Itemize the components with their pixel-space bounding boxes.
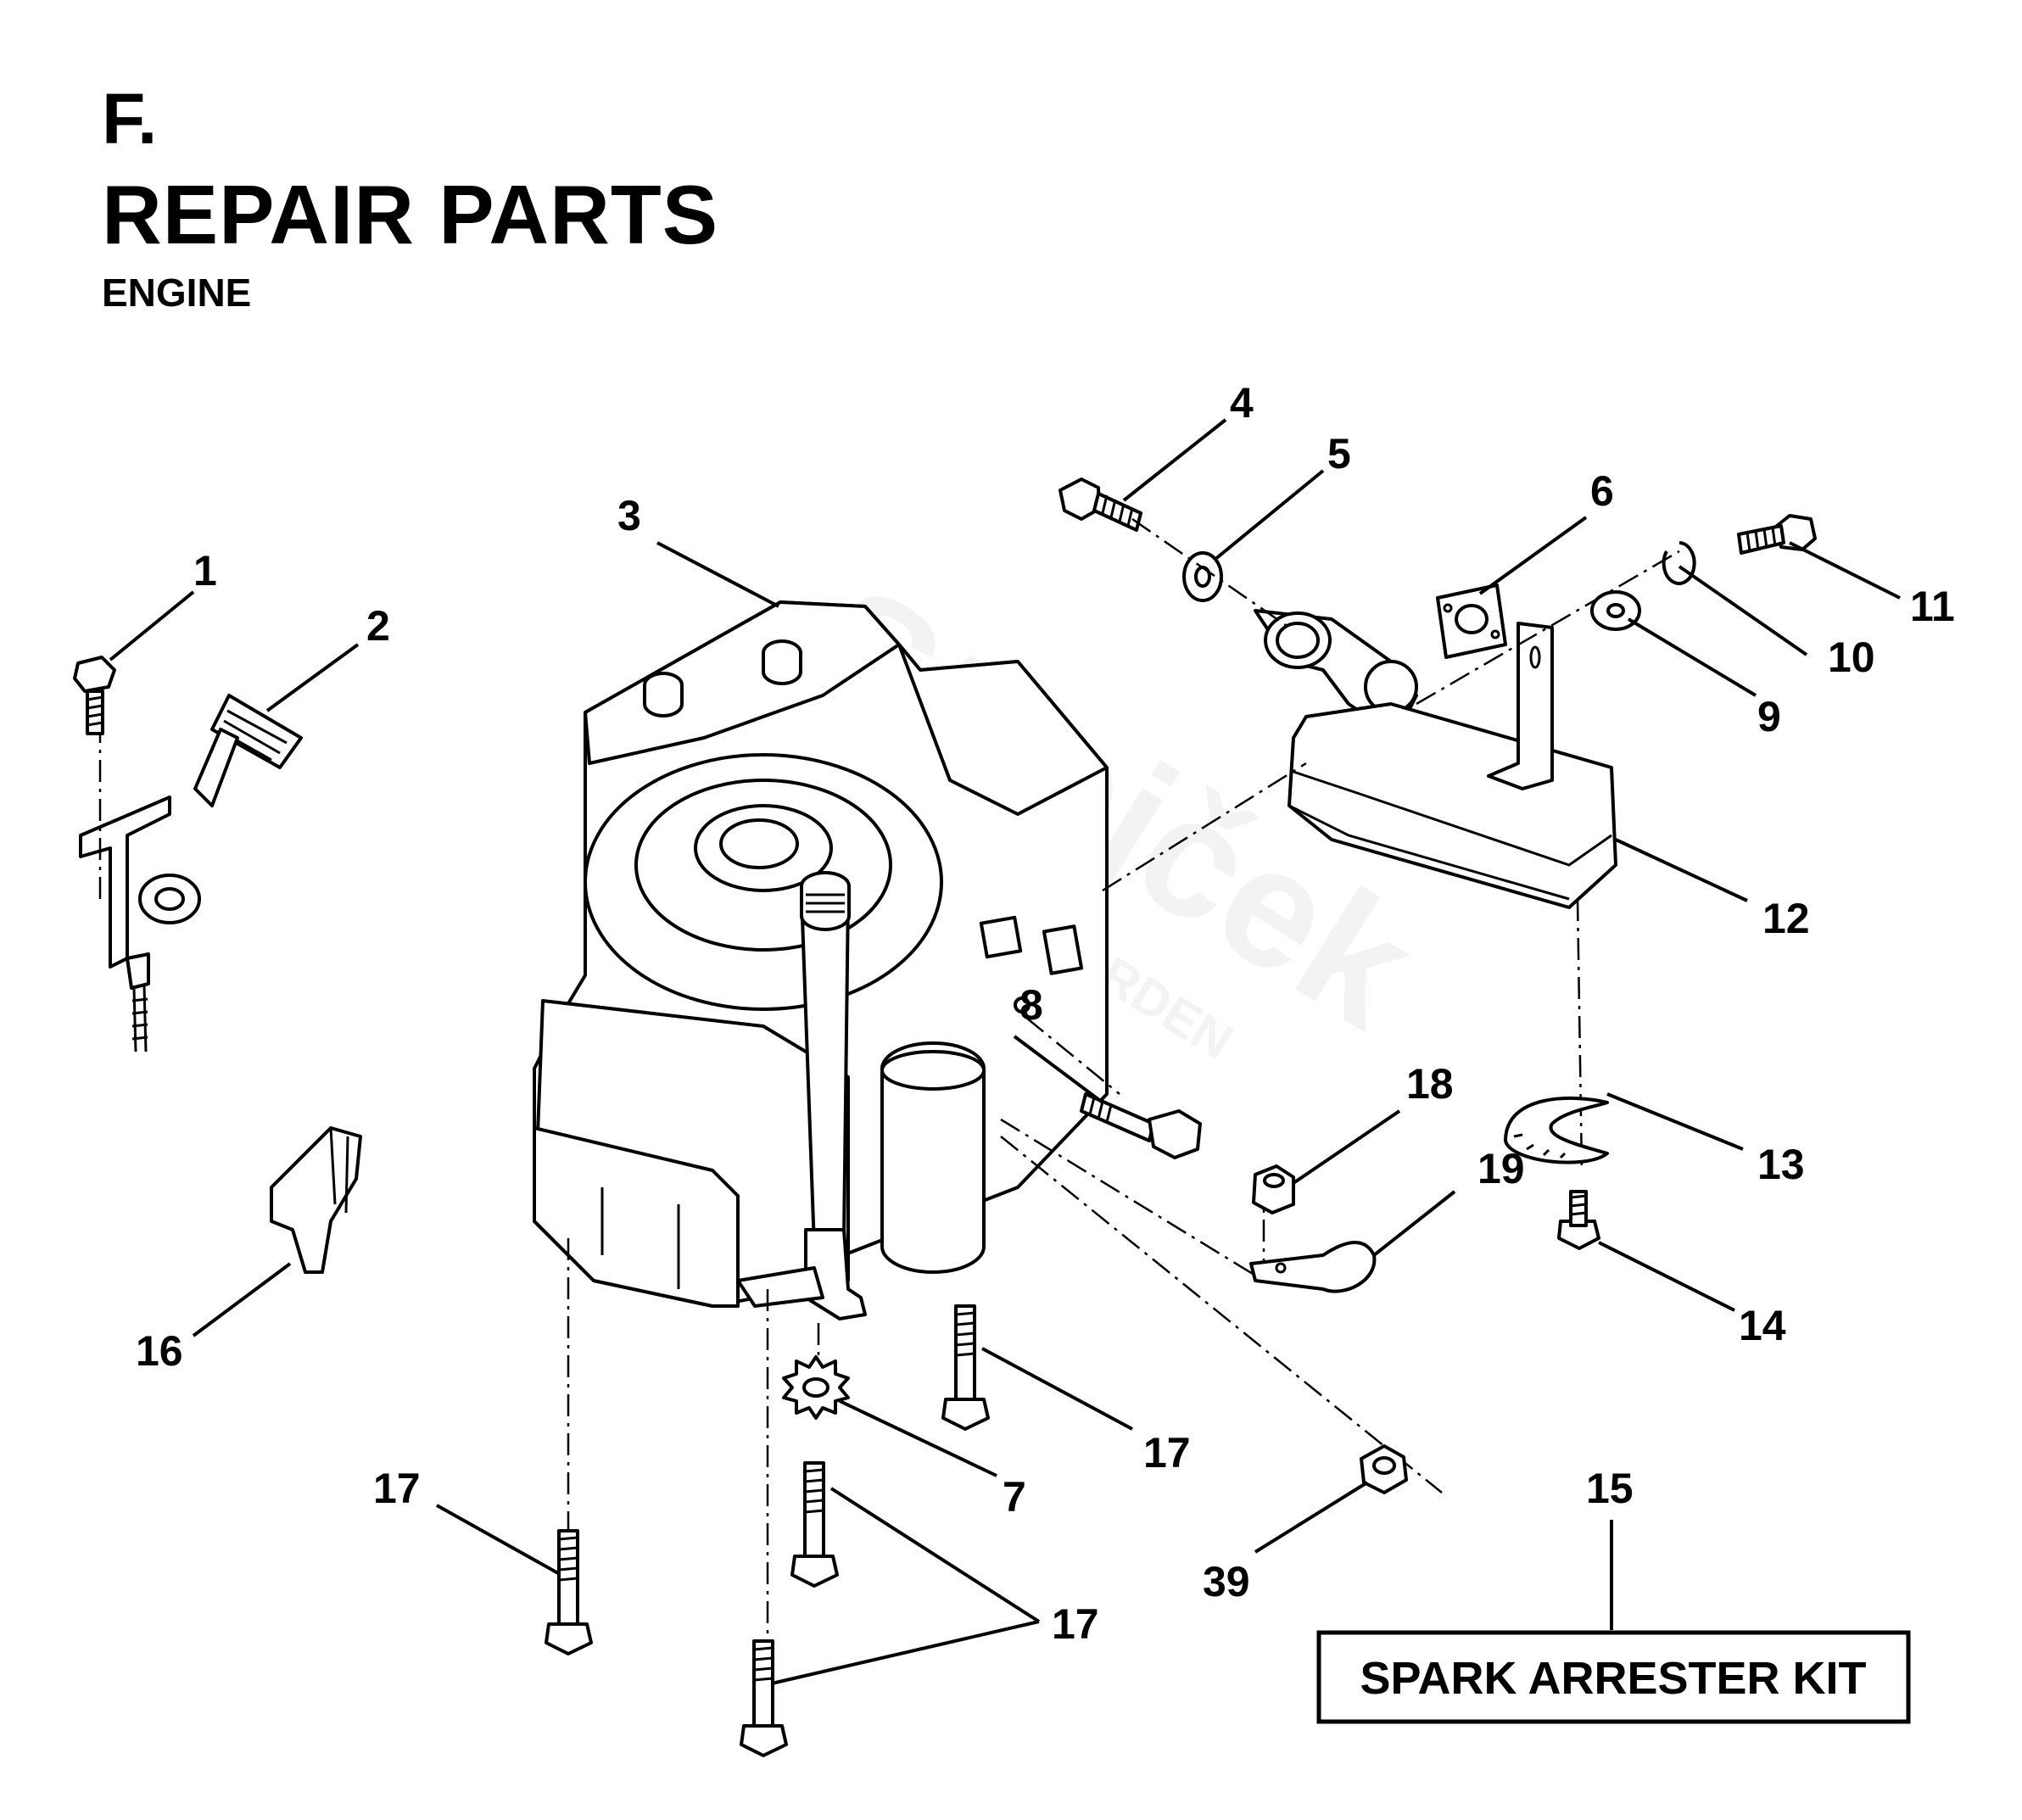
assembly-lines	[567, 517, 1680, 1645]
callouts: 1 2 3 4 5 6 7 8 9 10 11 12 13 14 15 16 1…	[136, 379, 1955, 1648]
muffler-icon	[1287, 622, 1617, 909]
callout-1: 1	[193, 547, 217, 595]
bolt-icon	[740, 1639, 788, 1757]
clip-icon	[270, 1126, 362, 1274]
callout-4: 4	[1230, 379, 1254, 427]
nut-icon	[1252, 1164, 1295, 1214]
bolt-icon	[790, 1461, 839, 1588]
page-title: REPAIR PARTS	[102, 168, 719, 261]
callout-12: 12	[1762, 895, 1810, 942]
callout-11: 11	[1910, 583, 1955, 630]
callout-10: 10	[1828, 634, 1875, 681]
leader-lines	[109, 418, 1901, 1685]
callout-6: 6	[1590, 467, 1614, 515]
star-washer-icon	[782, 1355, 850, 1420]
exhaust-pipe-icon	[1254, 609, 1418, 723]
bolt-icon	[941, 1304, 990, 1431]
screw-icon	[1557, 1190, 1600, 1250]
lock-washer-icon	[1662, 541, 1696, 585]
section-letter: F.	[102, 79, 158, 159]
callout-16: 16	[136, 1327, 183, 1375]
callout-19: 19	[1477, 1145, 1525, 1192]
callout-17-bottom: 17	[1052, 1600, 1099, 1648]
bolt-icon	[1080, 1092, 1202, 1159]
bolt-icon	[1737, 514, 1817, 555]
callout-7: 7	[1003, 1473, 1026, 1521]
spark-arrester-screen-icon	[1504, 1096, 1609, 1164]
washer-icon	[1182, 551, 1223, 602]
bolt-icon	[1058, 477, 1142, 532]
callout-2: 2	[366, 602, 390, 650]
engine-icon	[533, 600, 1109, 1320]
callout-13: 13	[1757, 1141, 1805, 1188]
callout-18: 18	[1406, 1060, 1454, 1108]
callout-17-right: 17	[1143, 1429, 1191, 1477]
callout-8: 8	[1019, 981, 1043, 1029]
muffler-strap-icon	[1249, 1241, 1377, 1293]
washer-icon	[1590, 590, 1641, 631]
callout-9: 9	[1757, 693, 1781, 740]
callout-14: 14	[1739, 1302, 1786, 1349]
spark-arrester-kit-label: SPARK ARRESTER KIT	[1360, 1653, 1866, 1704]
callout-17-left: 17	[373, 1465, 421, 1512]
page-subtitle: ENGINE	[102, 271, 252, 315]
gasket-icon	[1436, 583, 1507, 659]
callout-3: 3	[617, 492, 641, 539]
spark-arrester-kit-box: SPARK ARRESTER KIT	[1316, 1630, 1911, 1724]
throttle-bracket-icon	[79, 694, 303, 1052]
callout-15: 15	[1586, 1465, 1634, 1512]
nut-icon	[1360, 1444, 1408, 1494]
callout-5: 5	[1327, 430, 1351, 477]
bolt-icon	[73, 656, 116, 735]
bolt-icon	[545, 1529, 593, 1655]
callout-39: 39	[1203, 1558, 1250, 1605]
